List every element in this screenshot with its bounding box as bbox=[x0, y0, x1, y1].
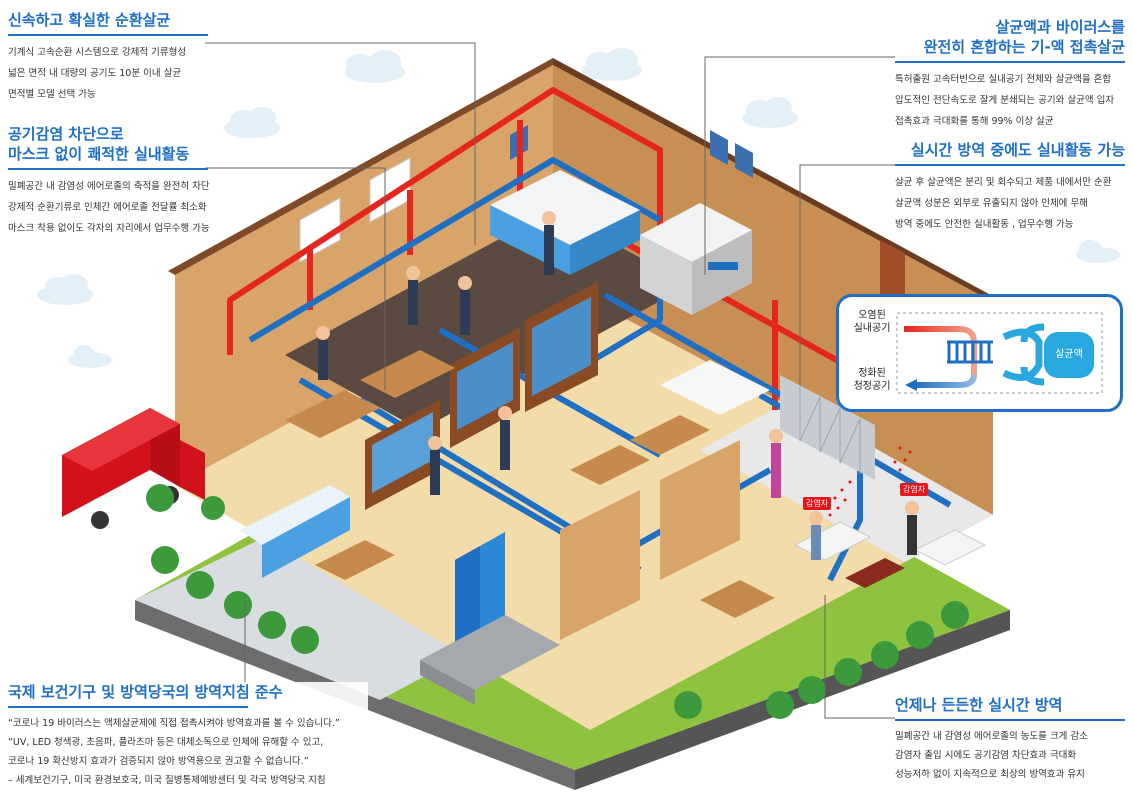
people bbox=[316, 211, 919, 560]
contaminated-air-label-line: 오염된 bbox=[858, 310, 886, 321]
panel-title: 실시간 방역 중에도 실내활동 가능 bbox=[910, 141, 1125, 159]
panel-rule bbox=[895, 164, 1125, 166]
panel-line: 살균액 성분은 외부로 유출되지 않아 인체에 무해 bbox=[895, 198, 1088, 209]
panel-line: 밀폐공간 내 감염성 에어로졸의 농도를 크게 감소 bbox=[895, 731, 1088, 742]
lockers bbox=[780, 375, 875, 480]
panel-rule bbox=[8, 706, 248, 708]
panel-line: 마스크 착용 없이도 각자의 자리에서 업무수행 가능 bbox=[8, 223, 210, 234]
panel-line: 코로나 19 확산방지 효과가 검증되지 않아 방역용으로 권고할 수 없습니다… bbox=[8, 756, 309, 767]
clean-air-label-line: 정화된 bbox=[858, 368, 886, 379]
panel-line: 강제적 순환기류로 인체간 에어로졸 전달률 최소화 bbox=[8, 202, 207, 213]
right-wall-windows bbox=[510, 125, 753, 178]
infection-aerosol-dots bbox=[828, 446, 912, 517]
wall-top-left bbox=[168, 58, 553, 275]
contaminated-air-label-line: 실내공기 bbox=[853, 323, 891, 334]
panel-rule bbox=[895, 719, 1125, 721]
panel-title: 공기감염 차단으로 bbox=[8, 125, 124, 143]
panel-rule bbox=[8, 168, 208, 170]
panel-title: 살균액과 바이러스를 bbox=[995, 18, 1125, 36]
clean-air-label-line: 청정공기 bbox=[853, 381, 891, 392]
panel-line: 살균 후 살균액은 분리 및 회수되고 제품 내에서만 순환 bbox=[895, 177, 1112, 188]
panel-line: 감염자 출입 시에도 공기감염 차단효과 극대화 bbox=[895, 750, 1077, 761]
panel-rule bbox=[895, 61, 1125, 63]
panel-title: 마스크 없이 쾌적한 실내활동 bbox=[8, 145, 190, 163]
background-clouds bbox=[37, 48, 1120, 368]
leader-lines bbox=[205, 42, 895, 719]
panel-title: 국제 보건기구 및 방역당국의 방역지침 준수 bbox=[8, 683, 283, 701]
panel-line: “코로나 19 바이러스는 액체살균제에 직접 접촉시켜야 방역효과를 볼 수 … bbox=[8, 718, 340, 729]
sterilizing-liquid-label: 살균액 bbox=[1055, 349, 1083, 360]
entrance-steps-side bbox=[420, 660, 475, 705]
panel-reliable-protection: 언제나 든든한 실시간 방역 밀폐공간 내 감염성 에어로졸의 농도를 크게 감… bbox=[895, 695, 1125, 784]
delivery-truck bbox=[62, 408, 205, 529]
bookshelves bbox=[365, 282, 740, 640]
process-diagram bbox=[896, 312, 1103, 394]
panel-realtime-activity: 실시간 방역 중에도 실내활동 가능 살균 후 살균액은 분리 및 회수되고 제… bbox=[895, 140, 1125, 235]
panel-line: 넓은 면적 내 대량의 공기도 10분 이내 살균 bbox=[8, 68, 182, 79]
panel-line: 기계식 고속순환 시스템으로 강제적 기류형성 bbox=[8, 47, 187, 58]
panel-line: 면적별 모델 선택 가능 bbox=[8, 89, 96, 100]
panel-rule bbox=[8, 34, 208, 36]
panel-line: 방역 중에도 안전한 실내활동 , 업무수행 가능 bbox=[895, 219, 1074, 230]
wall-top-right bbox=[553, 58, 1000, 302]
panel-title: 언제나 든든한 실시간 방역 bbox=[895, 696, 1063, 714]
panel-line: – 세계보건기구, 미국 환경보호국, 미국 질병통제예방센터 및 각국 방역당… bbox=[8, 775, 326, 786]
panel-line: 접촉효과 극대화를 통해 99% 이상 살균 bbox=[895, 116, 1054, 127]
panel-line: “UV, LED 청색광, 초음파, 플라즈마 등은 대체소독으로 인체에 유해… bbox=[8, 737, 324, 748]
panel-line: 특허출원 고속터빈으로 실내공기 전체와 살균액을 혼합 bbox=[895, 74, 1112, 85]
panel-line: 성능저하 없이 지속적으로 최상의 방역효과 유지 bbox=[895, 769, 1085, 780]
entrance-steps bbox=[420, 615, 560, 690]
clean-air-label: 정화된 청정공기 bbox=[847, 367, 897, 393]
panel-title: 완전히 혼합하는 기-액 접촉살균 bbox=[923, 38, 1125, 56]
panel-gas-liquid-contact: 살균액과 바이러스를 완전히 혼합하는 기-액 접촉살균 특허출원 고속터빈으로… bbox=[895, 17, 1125, 132]
contaminated-air-label: 오염된 실내공기 bbox=[847, 309, 897, 335]
coffee-table bbox=[845, 558, 905, 588]
panel-line: 밀폐공간 내 감염성 에어로졸의 축적을 완전히 차단 bbox=[8, 181, 210, 192]
panel-title: 신속하고 확실한 순환살균 bbox=[8, 11, 171, 29]
white-meeting-table bbox=[660, 360, 770, 415]
panel-line: 압도적인 전단속도로 잘게 분쇄되는 공기와 살균액 입자 bbox=[895, 95, 1115, 106]
sterilization-process-callout: 오염된 실내공기 정화된 청정공기 살균액 bbox=[836, 294, 1123, 412]
infected-person-tag: 감염자 bbox=[900, 483, 929, 496]
panel-airborne-block: 공기감염 차단으로 마스크 없이 쾌적한 실내활동 밀폐공간 내 감염성 에어로… bbox=[8, 124, 210, 239]
air-sterilizer-unit bbox=[640, 203, 752, 315]
infected-person-tag: 감염자 bbox=[803, 497, 832, 510]
panel-guideline-compliance: 국제 보건기구 및 방역당국의 방역지침 준수 “코로나 19 바이러스는 액체… bbox=[8, 682, 368, 790]
panel-fast-circulation: 신속하고 확실한 순환살균 기계식 고속순환 시스템으로 강제적 기류형성 넓은… bbox=[8, 10, 208, 105]
trees bbox=[146, 484, 969, 719]
desks-and-tables bbox=[285, 350, 775, 618]
front-desk bbox=[240, 485, 350, 578]
